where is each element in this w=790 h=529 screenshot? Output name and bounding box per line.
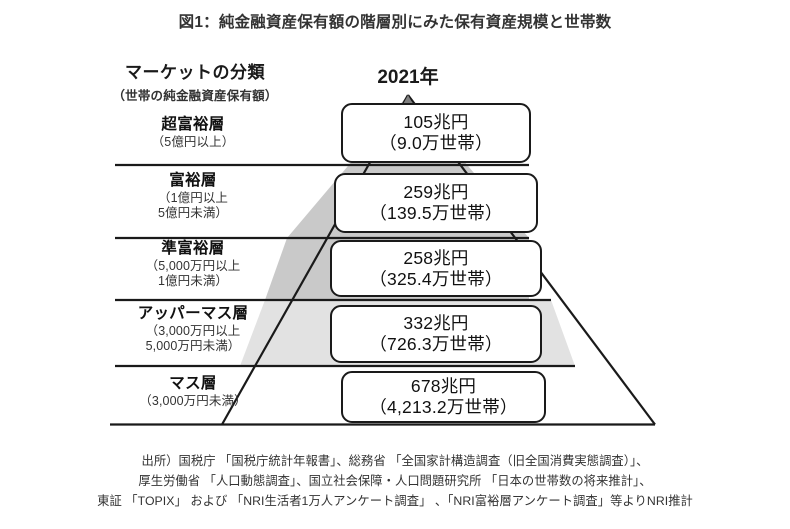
tier-range-line: 5億円未満） — [157, 206, 229, 221]
source-note: 出所）国税庁 「国税庁統計年報書」、総務省 「全国家計構造調査（旧全国消費実態調… — [0, 452, 790, 512]
tier-range-line: 1億円未満） — [157, 274, 229, 289]
tier-name: マス層 — [169, 375, 217, 392]
category-header-main: マーケットの分類 — [125, 63, 265, 82]
value-amount: 332兆円 — [403, 313, 469, 334]
tier-range: （3,000万円以上 5,000万円未満） — [68, 324, 318, 355]
category-header: マーケットの分類 （世帯の純金融資産保有額） — [60, 58, 330, 104]
value-households: （726.3万世帯） — [369, 334, 503, 354]
value-households: （139.5万世帯） — [369, 203, 503, 223]
source-line-2: 厚生労働省 「人口動態調査」、国立社会保障・人口問題研究所 「日本の世帯数の将来… — [138, 473, 652, 488]
value-box-tier-1: 105兆円 （9.0万世帯） — [341, 103, 531, 163]
value-amount: 105兆円 — [403, 112, 469, 133]
category-header-sub: （世帯の純金融資産保有額） — [112, 89, 278, 103]
tier-name: 準富裕層 — [161, 240, 225, 257]
value-amount: 678兆円 — [410, 376, 477, 397]
source-line-3: 東証 「TOPIX」 および 「NRI生活者1万人アンケート調査」 、「NRI富… — [97, 493, 693, 508]
tier-label-5: マス層 （3,000万円未満） — [68, 375, 318, 409]
source-line-1: 出所）国税庁 「国税庁統計年報書」、総務省 「全国家計構造調査（旧全国消費実態調… — [141, 454, 649, 468]
value-box-tier-5: 678兆円 （4,213.2万世帯） — [341, 371, 546, 423]
value-households: （9.0万世帯） — [379, 133, 493, 153]
tier-name: 富裕層 — [169, 172, 217, 189]
value-households: （4,213.2万世帯） — [369, 397, 518, 417]
value-box-tier-2: 259兆円 （139.5万世帯） — [334, 173, 538, 233]
tier-range-line: （3,000万円未満） — [139, 393, 247, 408]
value-box-tier-4: 332兆円 （726.3万世帯） — [330, 305, 542, 363]
value-households: （325.4万世帯） — [369, 268, 503, 289]
tier-name: アッパーマス層 — [137, 305, 249, 322]
value-amount: 259兆円 — [403, 182, 469, 203]
tier-label-4: アッパーマス層 （3,000万円以上 5,000万円未満） — [68, 305, 318, 355]
tier-label-2: 富裕層 （1億円以上 5億円未満） — [68, 172, 318, 222]
value-box-tier-3: 258兆円 （325.4万世帯） — [330, 240, 542, 297]
tier-name: 超富裕層 — [161, 116, 225, 133]
tier-range: （3,000万円未満） — [68, 394, 318, 410]
tier-range-line: 5,000万円未満） — [145, 339, 241, 354]
tier-label-3: 準富裕層 （5,000万円以上 1億円未満） — [68, 240, 318, 290]
tier-range-line: （1億円以上 — [157, 190, 229, 205]
tier-range-line: （5億円以上） — [151, 134, 235, 149]
year-header: 2021年 — [377, 67, 439, 88]
tier-label-1: 超富裕層 （5億円以上） — [68, 116, 318, 150]
tier-range: （5億円以上） — [68, 135, 318, 151]
tier-range-line: （3,000万円以上 — [145, 323, 241, 338]
tier-range: （5,000万円以上 1億円未満） — [68, 259, 318, 290]
page-title: 図1：純金融資産保有額の階層別にみた保有資産規模と世帯数 — [178, 14, 612, 31]
tier-range: （1億円以上 5億円未満） — [68, 191, 318, 222]
value-amount: 258兆円 — [403, 247, 469, 268]
tier-range-line: （5,000万円以上 — [145, 258, 241, 273]
